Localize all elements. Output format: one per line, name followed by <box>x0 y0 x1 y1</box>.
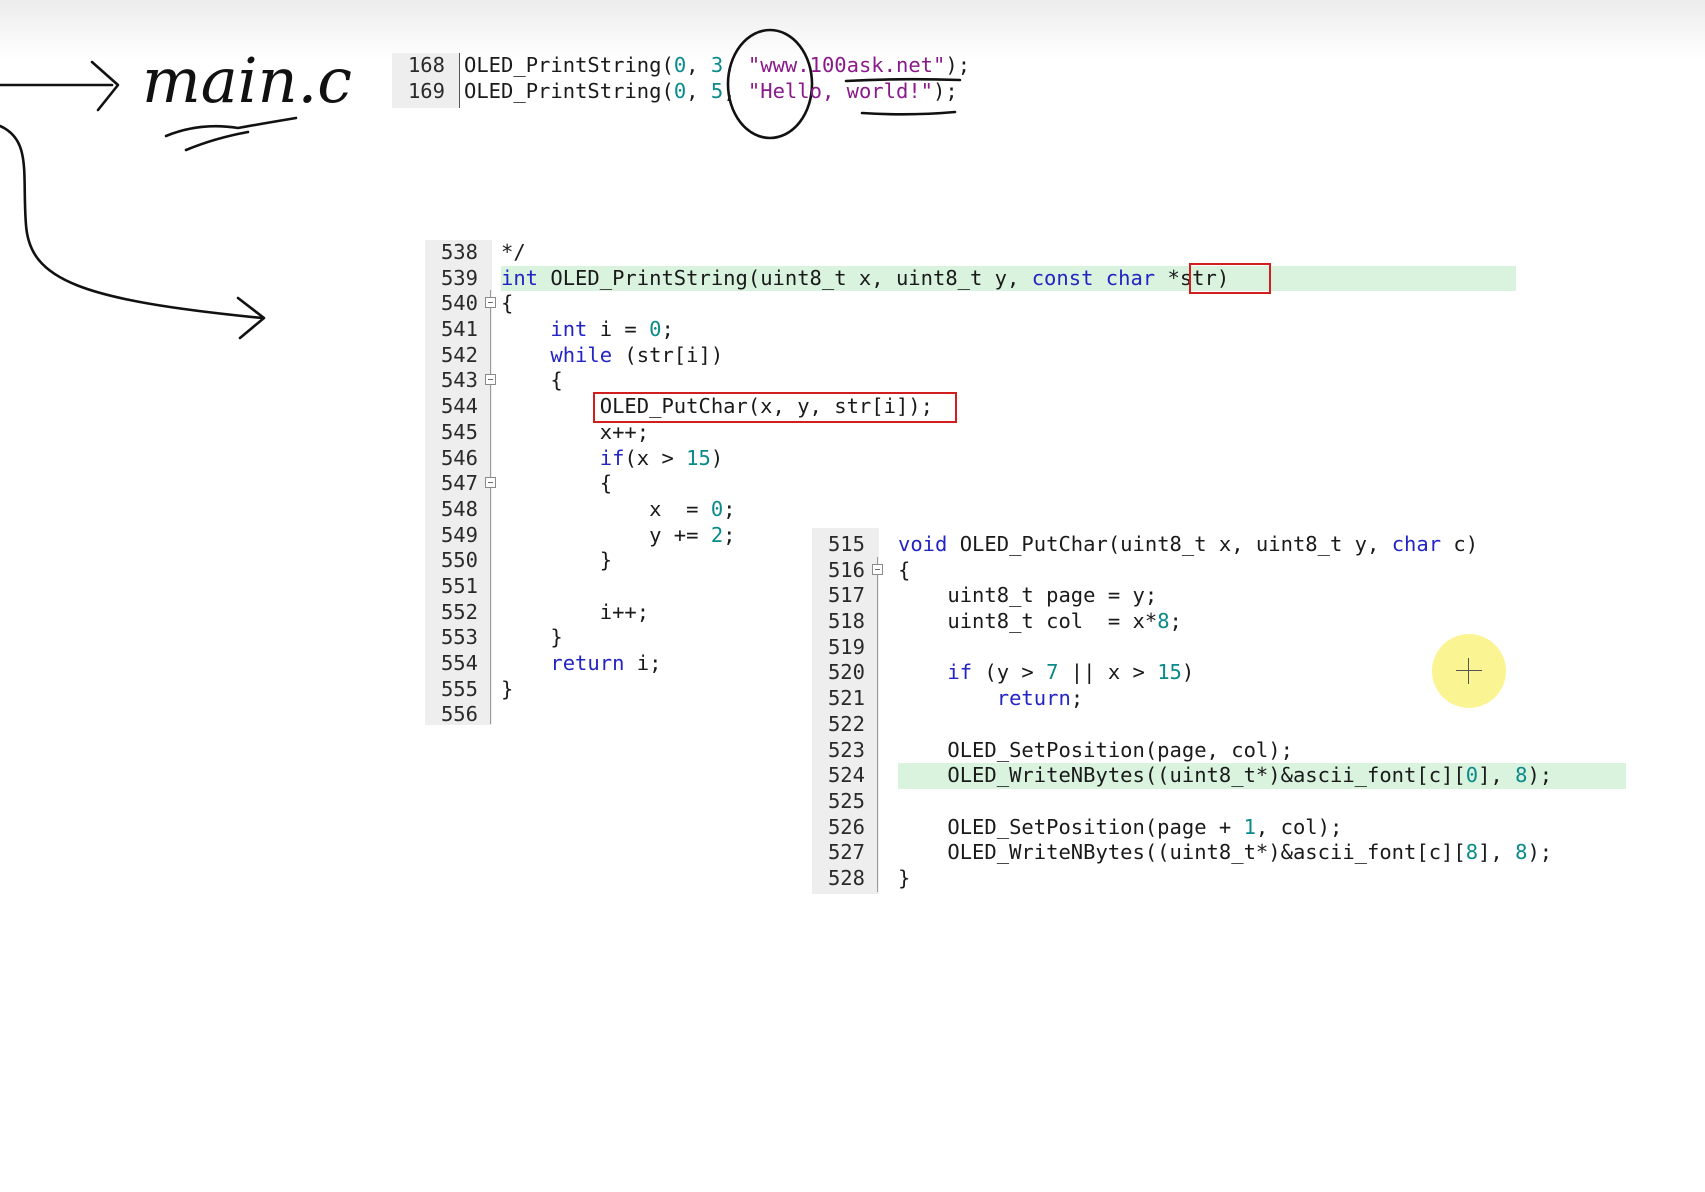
gutter <box>812 528 879 894</box>
code-text: } <box>898 865 911 890</box>
line-number: 546 <box>440 445 478 470</box>
code-text: OLED_WriteNBytes((uint8_t*)&ascii_font[c… <box>898 763 1553 788</box>
curved-arrow-line <box>0 124 264 320</box>
putchar-call-highlight-box <box>593 392 957 423</box>
code-text: OLED_WriteNBytes((uint8_t*)&ascii_font[c… <box>898 840 1553 865</box>
top-shade <box>0 0 1705 60</box>
code-text: while (str[i]) <box>550 342 724 367</box>
code-text: y += 2; <box>501 522 736 547</box>
code-text: uint8_t col = x*8; <box>898 609 1182 634</box>
line-number: 543 <box>440 368 478 393</box>
line-number: 518 <box>827 609 865 634</box>
line-number: 523 <box>827 737 865 762</box>
gutter <box>392 53 459 108</box>
line-number: 519 <box>827 634 865 659</box>
line-number: 548 <box>440 496 478 521</box>
current-line-highlight <box>898 763 1626 789</box>
code-text: { <box>501 471 613 496</box>
underline-main-2 <box>184 130 250 152</box>
code-text: } <box>501 548 613 573</box>
code-text: void OLED_PutChar(uint8_t x, uint8_t y, … <box>898 532 1479 556</box>
code-text: */ <box>501 240 526 264</box>
line-number: 169 <box>407 78 445 103</box>
code-text: x++; <box>501 419 650 444</box>
code-text: { <box>501 368 563 393</box>
code-text: OLED_PutChar(x, y, str[i]); <box>501 394 933 419</box>
code-text: return; <box>996 686 1084 711</box>
code-text: OLED_PrintString(0, 5, "Hello, world!"); <box>464 78 958 103</box>
code-text: return i; <box>550 651 662 675</box>
line-number: 556 <box>440 702 478 727</box>
line-number: 539 <box>440 265 478 290</box>
line-number: 549 <box>440 522 478 547</box>
line-number: 521 <box>827 686 865 711</box>
code-text: } <box>501 676 514 701</box>
line-number: 550 <box>440 548 478 573</box>
line-number: 540 <box>440 291 478 316</box>
line-number: 522 <box>827 711 865 736</box>
code-text: { <box>898 557 911 582</box>
line-number: 525 <box>827 788 865 813</box>
underline-url <box>844 77 962 83</box>
code-text: { <box>501 291 514 316</box>
arrow-head-top-icon <box>90 60 120 112</box>
line-number: 528 <box>827 865 865 890</box>
code-text: if (y > 7 || x > 15) <box>947 660 1195 685</box>
line-number: 544 <box>440 394 478 419</box>
code-text: x = 0; <box>501 496 736 521</box>
code-text: uint8_t page = y; <box>898 583 1158 608</box>
fold-toggle-icon[interactable] <box>485 477 496 489</box>
coords-circle <box>726 28 814 140</box>
underline-main <box>164 116 298 138</box>
arrow-head-curved-icon <box>236 296 266 340</box>
fold-toggle-icon[interactable] <box>872 563 883 575</box>
line-number: 553 <box>440 625 478 650</box>
gutter-divider <box>459 53 460 108</box>
code-text: OLED_SetPosition(page + 1, col); <box>898 814 1343 839</box>
code-text: int OLED_PrintString(uint8_t x, uint8_t … <box>501 265 1230 290</box>
line-number: 515 <box>827 532 865 556</box>
code-text: OLED_PrintString(0, 3, "www.100ask.net")… <box>464 53 971 77</box>
handwritten-main-label: main.c <box>142 44 352 117</box>
fold-guide <box>490 290 491 724</box>
code-text: } <box>501 625 563 650</box>
line-number: 547 <box>440 471 478 496</box>
fold-toggle-icon[interactable] <box>485 297 496 309</box>
line-number: 554 <box>440 651 478 675</box>
line-number: 552 <box>440 599 478 624</box>
fold-toggle-icon[interactable] <box>485 374 496 386</box>
line-number: 526 <box>827 814 865 839</box>
code-text: if(x > 15) <box>599 445 724 470</box>
code-text: OLED_SetPosition(page, col); <box>898 737 1293 762</box>
fold-guide <box>877 557 878 892</box>
line-number: 538 <box>440 240 478 264</box>
line-number: 545 <box>440 419 478 444</box>
line-number: 555 <box>440 676 478 701</box>
mouse-cursor-highlight <box>1432 634 1506 708</box>
line-number: 541 <box>440 317 478 342</box>
str-param-highlight-box <box>1189 263 1271 294</box>
gutter <box>425 240 492 725</box>
line-number: 517 <box>827 583 865 608</box>
code-text: int i = 0; <box>550 317 674 342</box>
line-number: 524 <box>827 763 865 788</box>
line-number: 516 <box>827 557 865 582</box>
line-number: 168 <box>407 53 445 77</box>
line-number: 542 <box>440 342 478 367</box>
line-number: 520 <box>827 660 865 685</box>
code-text: i++; <box>501 599 650 624</box>
line-number: 551 <box>440 573 478 598</box>
underline-hello <box>860 110 957 116</box>
current-line-highlight <box>501 265 1516 292</box>
line-number: 527 <box>827 840 865 865</box>
